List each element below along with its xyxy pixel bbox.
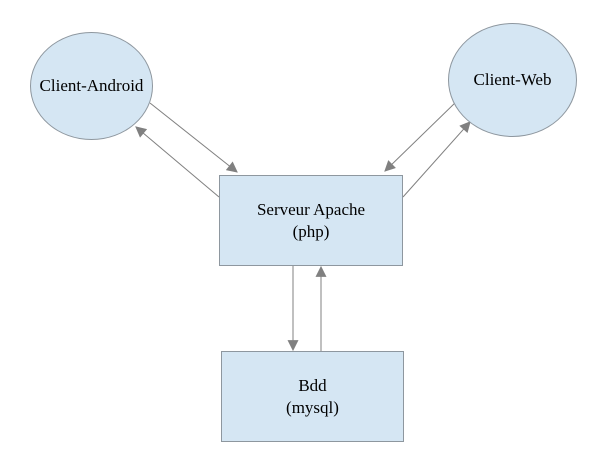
- node-database: Bdd(mysql): [221, 351, 404, 442]
- node-server-apache-label: Serveur Apache(php): [257, 199, 365, 243]
- edge-server-to-client-web: [402, 121, 471, 198]
- node-server-apache: Serveur Apache(php): [219, 175, 403, 266]
- edge-client-android-to-server: [149, 102, 238, 173]
- node-server-apache-label-line1: Serveur Apache: [256, 199, 366, 219]
- node-client-android-label: Client-Android: [39, 76, 144, 95]
- edge-client-web-to-server: [384, 100, 458, 172]
- node-server-apache-label-line2: (php): [292, 221, 330, 241]
- node-database-label-line1: Bdd: [298, 375, 327, 395]
- node-database-label-line2: (mysql): [286, 397, 339, 417]
- node-client-android: Client-Android: [30, 32, 153, 140]
- node-client-web: Client-Web: [448, 23, 577, 137]
- edge-server-to-client-android: [135, 126, 220, 198]
- node-database-label: Bdd(mysql): [286, 375, 339, 419]
- node-client-web-label: Client-Web: [473, 70, 552, 89]
